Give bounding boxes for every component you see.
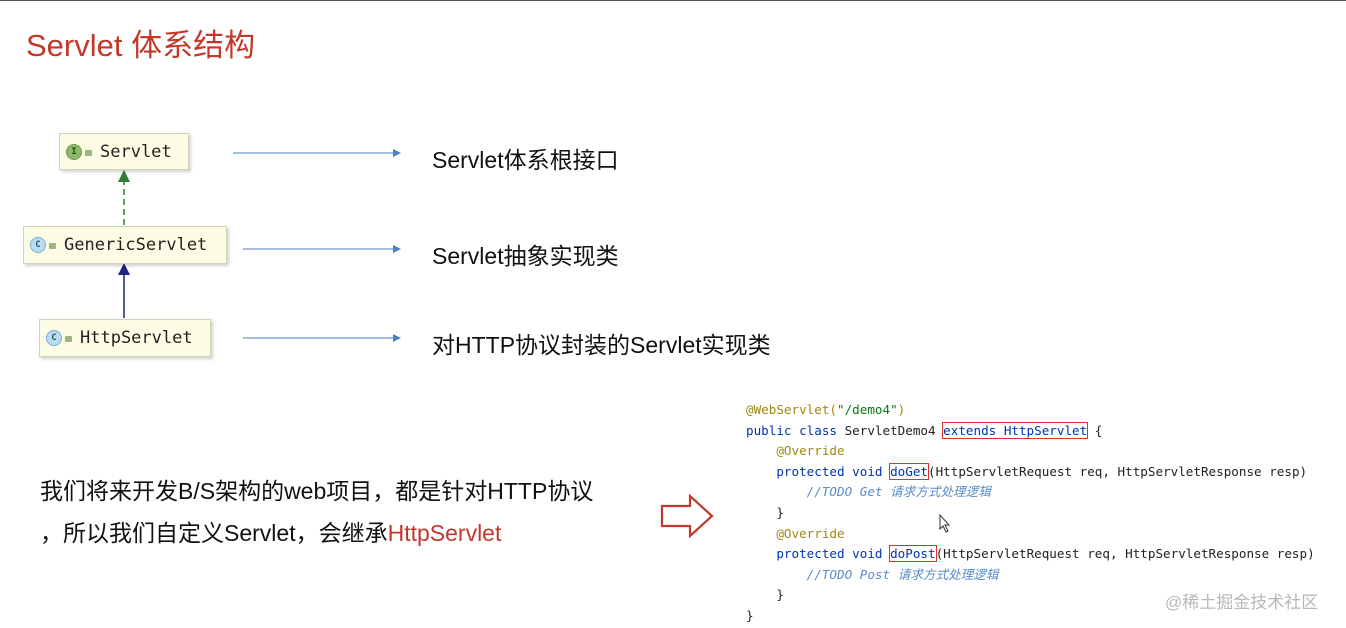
mouse-cursor-icon	[939, 513, 951, 533]
highlight-httpservlet: HttpServlet	[387, 520, 502, 546]
code-line-comment-1: //TODO Get 请求方式处理逻辑	[806, 484, 991, 500]
arrowhead-generic-desc	[393, 245, 401, 253]
code-line-class: public class ServletDemo4 extends HttpSe…	[746, 421, 1103, 439]
code-line-dopost: protected void doPost(HttpServletRequest…	[776, 545, 1315, 563]
arrowhead-http-desc	[393, 334, 401, 342]
desc-http: 对HTTP协议封装的Servlet实现类	[432, 332, 771, 358]
paragraph-line-2-text: ，所以我们自定义Servlet，会继承	[40, 520, 388, 546]
code-line-close-class: }	[746, 607, 754, 623]
interface-icon: I	[66, 143, 82, 160]
node-generic-label: GenericServlet	[64, 235, 208, 255]
code-line-override-2: @Override	[776, 525, 845, 541]
dopost-highlight-box: doPost	[889, 545, 937, 563]
class-icon: C	[46, 330, 62, 346]
code-line-close-1: }	[776, 504, 784, 520]
desc-generic: Servlet抽象实现类	[432, 243, 619, 269]
code-line-comment-2: //TODO Post 请求方式处理逻辑	[806, 566, 999, 582]
hollow-right-arrow-icon	[660, 493, 714, 539]
lock-icon	[65, 336, 72, 342]
code-line-doget: protected void doGet(HttpServletRequest …	[776, 462, 1315, 480]
paragraph-line-1: 我们将来开发B/S架构的web项目，都是针对HTTP协议	[40, 478, 594, 504]
extends-highlight-box: extends HttpServlet	[942, 421, 1089, 439]
doget-highlight-box: doGet	[889, 462, 929, 480]
lock-icon	[85, 149, 92, 156]
lock-icon	[49, 243, 56, 249]
top-border	[0, 0, 1346, 1]
desc-servlet: Servlet体系根接口	[432, 147, 619, 173]
class-icon: C	[30, 237, 46, 253]
page-title: Servlet 体系结构	[26, 28, 256, 63]
node-generic-servlet: C GenericServlet	[23, 226, 227, 264]
code-snippet: @WebServlet("/demo4") public class Servl…	[746, 400, 1315, 627]
node-http-label: HttpServlet	[80, 328, 193, 348]
arrowhead-servlet-desc	[393, 149, 401, 157]
inherit-arrowhead-generic	[118, 263, 130, 275]
code-line-close-2: }	[776, 587, 784, 603]
node-servlet-label: Servlet	[100, 141, 172, 162]
node-http-servlet: C HttpServlet	[39, 319, 211, 357]
code-line-override-1: @Override	[776, 443, 845, 459]
paragraph-line-2: ，所以我们自定义Servlet，会继承HttpServlet	[40, 514, 501, 548]
node-servlet: I Servlet	[59, 133, 189, 170]
code-line-annotation: @WebServlet("/demo4")	[746, 402, 906, 417]
inherit-arrowhead-servlet	[118, 170, 130, 182]
watermark: @稀土掘金技术社区	[1165, 593, 1319, 612]
